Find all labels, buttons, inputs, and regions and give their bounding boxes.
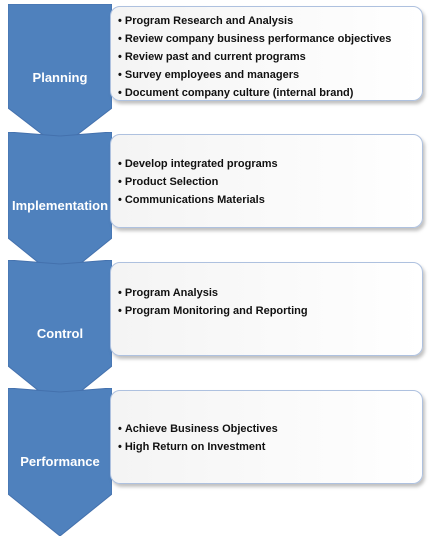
stage-label-control: Control	[36, 326, 84, 341]
stage-label-performance: Performance	[20, 454, 100, 469]
planning-item: Program Research and Analysis	[118, 12, 422, 30]
stage-planning: Planning Program Research and Analysis R…	[0, 4, 435, 152]
implementation-item: Communications Materials	[118, 191, 422, 209]
planning-item: Document company culture (internal brand…	[118, 84, 422, 102]
implementation-item-list: Develop integrated programs Product Sele…	[111, 135, 422, 209]
control-item-list: Program Analysis Program Monitoring and …	[111, 263, 422, 320]
performance-item: High Return on Investment	[118, 438, 422, 456]
planning-item: Review company business performance obje…	[118, 30, 422, 48]
stage-performance: Performance Achieve Business Objectives …	[0, 388, 435, 538]
control-chevron-arrow	[8, 260, 112, 408]
planning-item: Survey employees and managers	[118, 66, 422, 84]
stage-label-implementation: Implementation	[11, 198, 109, 213]
planning-chevron-arrow	[8, 4, 112, 148]
planning-item-list: Program Research and Analysis Review com…	[111, 7, 422, 102]
performance-chevron-arrow	[8, 388, 112, 536]
performance-item: Achieve Business Objectives	[118, 420, 422, 438]
control-detail-box: Program Analysis Program Monitoring and …	[110, 262, 423, 356]
implementation-detail-box: Develop integrated programs Product Sele…	[110, 134, 423, 228]
implementation-item: Develop integrated programs	[118, 155, 422, 173]
stage-implementation: Implementation Develop integrated progra…	[0, 132, 435, 280]
control-item: Program Analysis	[118, 284, 422, 302]
stage-control: Control Program Analysis Program Monitor…	[0, 260, 435, 408]
performance-detail-box: Achieve Business Objectives High Return …	[110, 390, 423, 484]
implementation-item: Product Selection	[118, 173, 422, 191]
control-item: Program Monitoring and Reporting	[118, 302, 422, 320]
implementation-chevron-arrow	[8, 132, 112, 280]
planning-detail-box: Program Research and Analysis Review com…	[110, 6, 423, 101]
planning-item: Review past and current programs	[118, 48, 422, 66]
performance-item-list: Achieve Business Objectives High Return …	[111, 391, 422, 456]
stage-label-planning: Planning	[32, 70, 88, 85]
